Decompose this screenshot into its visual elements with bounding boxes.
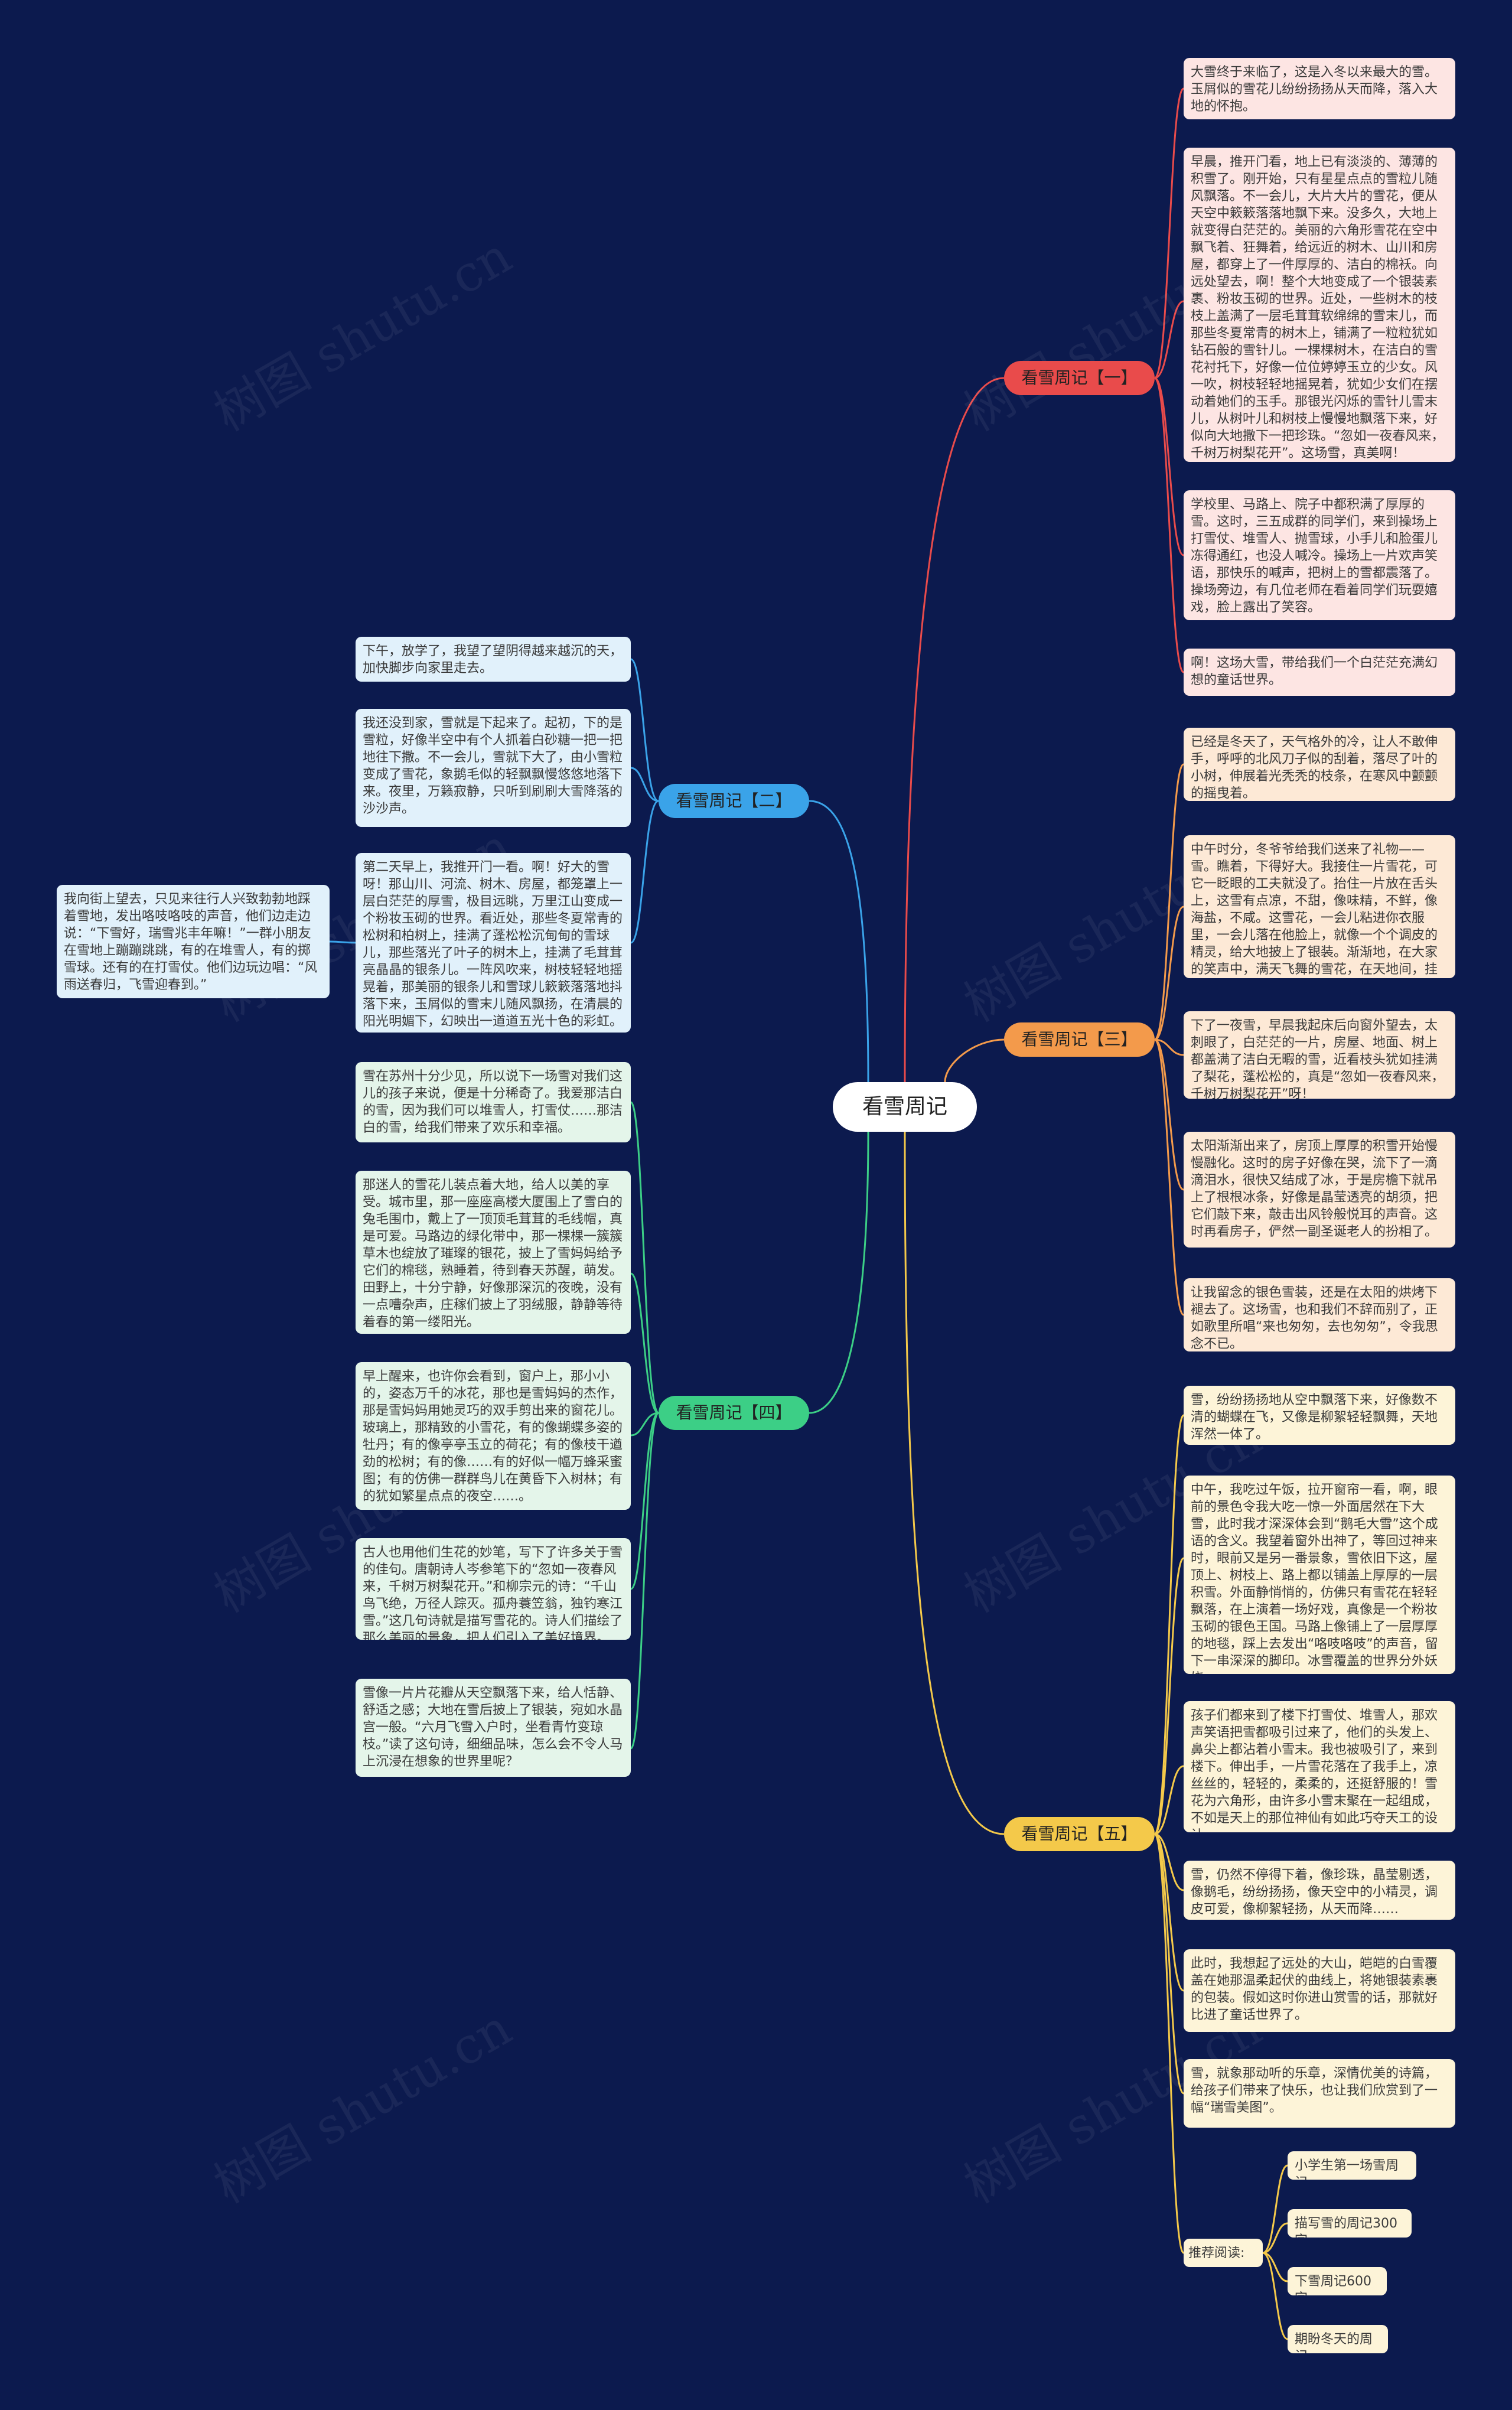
root-topic[interactable]: 看雪周记 — [833, 1082, 977, 1132]
branch-2-item[interactable]: 下午，放学了，我望了望阴得越来越沉的天，加快脚步向家里走去。 — [356, 637, 631, 682]
branch-4[interactable]: 看雪周记【四】 — [659, 1396, 809, 1430]
branch-5-item[interactable]: 雪，就象那动听的乐章，深情优美的诗篇，给孩子们带来了快乐，也让我们欣赏到了一幅“… — [1184, 2059, 1455, 2128]
branch-1-item[interactable]: 学校里、马路上、院子中都积满了厚厚的雪。这时，三五成群的同学们，来到操场上打雪仗… — [1184, 490, 1455, 620]
branch-4-item[interactable]: 早上醒来，也许你会看到，窗户上，那小小的，姿态万千的冰花，那也是雪妈妈的杰作，那… — [356, 1362, 631, 1510]
branch-1[interactable]: 看雪周记【一】 — [1004, 361, 1155, 395]
branch-5-item[interactable]: 雪，仍然不停得下着，像珍珠，晶莹剔透，像鹅毛，纷纷扬扬，像天空中的小精灵，调皮可… — [1184, 1861, 1455, 1920]
branch-4-item[interactable]: 雪像一片片花瓣从天空飘落下来，给人恬静、舒适之感；大地在雪后披上了银装，宛如水晶… — [356, 1679, 631, 1777]
branch-5-item[interactable]: 雪，纷纷扬扬地从空中飘落下来，好像数不清的蝴蝶在飞，又像是柳絮轻轻飘舞，天地浑然… — [1184, 1386, 1455, 1445]
branch-3-item[interactable]: 中午时分，冬爷爷给我们送来了礼物——雪。瞧着，下得好大。我接住一片雪花，可它一眨… — [1184, 835, 1455, 978]
branch-1-item[interactable]: 大雪终于来临了，这是入冬以来最大的雪。玉屑似的雪花儿纷纷扬扬从天而降，落入大地的… — [1184, 58, 1455, 119]
branch-3-item[interactable]: 让我留念的银色雪装，还是在太阳的烘烤下褪去了。这场雪，也和我们不辞而别了，正如歌… — [1184, 1278, 1455, 1351]
branch-3-item[interactable]: 太阳渐渐出来了，房顶上厚厚的积雪开始慢慢融化。这时的房子好像在哭，流下了一滴滴泪… — [1184, 1132, 1455, 1248]
branch-4-item[interactable]: 古人也用他们生花的妙笔，写下了许多关于雪的佳句。唐朝诗人岑参笔下的“忽如一夜春风… — [356, 1538, 631, 1640]
branch-2-item[interactable]: 第二天早上，我推开门一看。啊！好大的雪呀！那山川、河流、树木、房屋，都笼罩上一层… — [356, 853, 631, 1033]
branch-2-subitem[interactable]: 我向街上望去，只见来往行人兴致勃勃地踩着雪地，发出咯吱咯吱的声音，他们边走边说：… — [57, 885, 330, 998]
recommend-label: 推荐阅读: — [1184, 2239, 1263, 2267]
recommend-link[interactable]: 期盼冬天的周记 — [1288, 2325, 1388, 2353]
branch-4-item[interactable]: 雪在苏州十分少见，所以说下一场雪对我们这儿的孩子来说，便是十分稀奇了。我爱那洁白… — [356, 1062, 631, 1142]
branch-5-item[interactable]: 孩子们都来到了楼下打雪仗、堆雪人，那欢声笑语把雪都吸引过来了，他们的头发上、鼻尖… — [1184, 1701, 1455, 1832]
branch-1-item[interactable]: 啊！这场大雪，带给我们一个白茫茫充满幻想的童话世界。 — [1184, 649, 1455, 696]
branch-3-item[interactable]: 已经是冬天了，天气格外的冷，让人不敢伸手，呼呼的北风刀子似的刮着，落尽了叶的小树… — [1184, 728, 1455, 801]
branch-1-item[interactable]: 早晨，推开门看，地上已有淡淡的、薄薄的积雪了。刚开始，只有星星点点的雪粒儿随风飘… — [1184, 148, 1455, 462]
branch-3-item[interactable]: 下了一夜雪，早晨我起床后向窗外望去，太刺眼了，白茫茫的一片，房屋、地面、树上都盖… — [1184, 1011, 1455, 1099]
branch-5-item[interactable]: 中午，我吃过午饭，拉开窗帘一看，啊，眼前的景色令我大吃一惊一外面居然在下大雪，此… — [1184, 1476, 1455, 1674]
branch-2-item[interactable]: 我还没到家，雪就是下起来了。起初，下的是雪粒，好像半空中有个人抓着白砂糖一把一把… — [356, 709, 631, 827]
branch-3[interactable]: 看雪周记【三】 — [1004, 1022, 1155, 1057]
recommend-link[interactable]: 描写雪的周记300字 — [1288, 2209, 1412, 2238]
branch-5[interactable]: 看雪周记【五】 — [1004, 1817, 1155, 1851]
recommend-link[interactable]: 小学生第一场雪周记 — [1288, 2151, 1416, 2180]
branch-4-item[interactable]: 那迷人的雪花儿装点着大地，给人以美的享受。城市里，那一座座高楼大厦围上了雪白的兔… — [356, 1171, 631, 1334]
branch-5-item[interactable]: 此时，我想起了远处的大山，皑皑的白雪覆盖在她那温柔起伏的曲线上，将她银装素裹的包… — [1184, 1949, 1455, 2032]
recommend-link[interactable]: 下雪周记600字 — [1288, 2267, 1387, 2295]
branch-2[interactable]: 看雪周记【二】 — [659, 784, 809, 818]
